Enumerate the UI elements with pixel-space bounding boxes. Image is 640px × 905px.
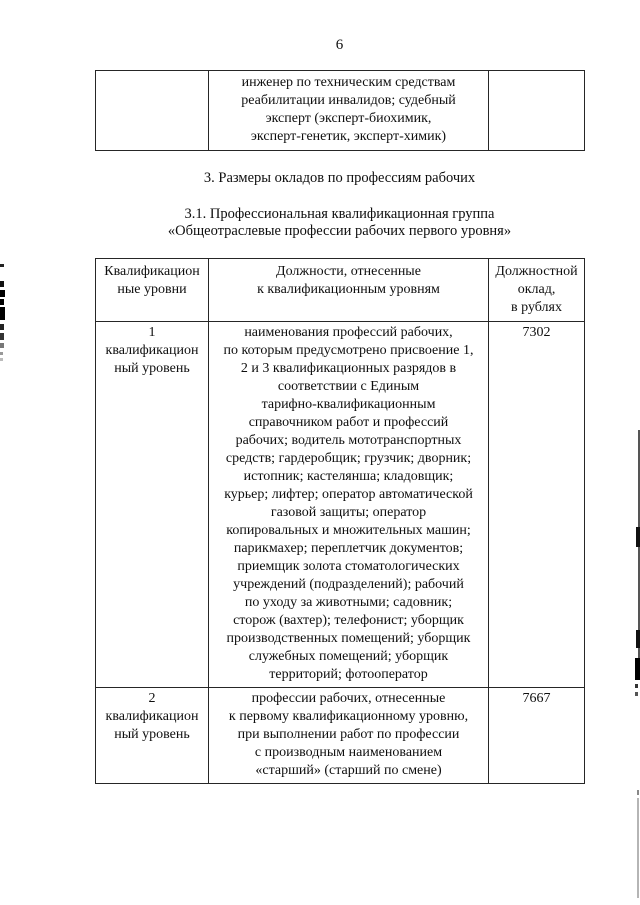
cell-positions: инженер по техническим средствам реабили… (208, 70, 489, 151)
subsection-heading: 3.1. Профессиональная квалификационная г… (167, 206, 512, 239)
section-heading: 3. Размеры окладов по профессиям рабочих (203, 170, 476, 186)
cell-positions: профессии рабочих, отнесенные к первому … (208, 687, 489, 784)
column-header-salary: Должностной оклад, в рублях (488, 258, 585, 322)
table-row: 1 квалификацион ный уровень наименования… (95, 321, 585, 688)
page-number: 6 (335, 37, 344, 53)
table-row: инженер по техническим средствам реабили… (95, 70, 585, 151)
cell-salary: 7667 (488, 687, 585, 784)
column-header-level: Квалификацион ные уровни (95, 258, 209, 322)
cell-positions: наименования профессий рабочих, по котор… (208, 321, 489, 688)
continuation-table: инженер по техническим средствам реабили… (95, 70, 585, 151)
column-header-positions: Должности, отнесенные к квалификационным… (208, 258, 489, 322)
cell-qualification-level: 1 квалификацион ный уровень (95, 321, 209, 688)
cell-qualification-level (95, 70, 209, 151)
cell-salary: 7302 (488, 321, 585, 688)
cell-salary (488, 70, 585, 151)
salary-table: Квалификацион ные уровни Должности, отне… (95, 258, 585, 784)
cell-qualification-level: 2 квалификацион ный уровень (95, 687, 209, 784)
table-row: 2 квалификацион ный уровень профессии ра… (95, 687, 585, 784)
table-header-row: Квалификацион ные уровни Должности, отне… (95, 258, 585, 322)
